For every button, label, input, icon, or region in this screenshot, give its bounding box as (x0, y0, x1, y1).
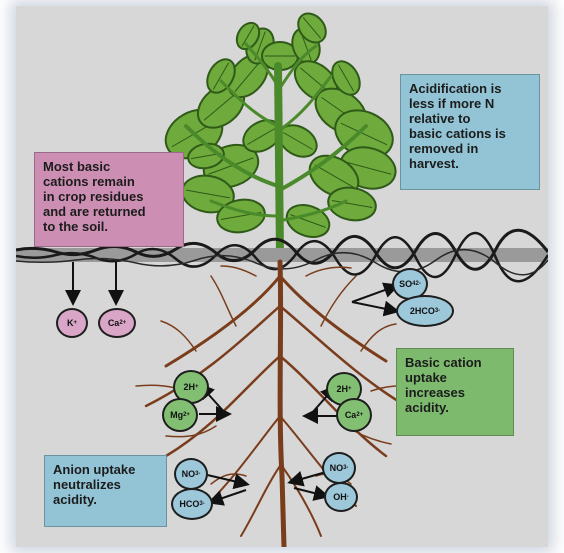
basic-cations-note: Most basic cations remain in crop residu… (34, 152, 184, 247)
oh-ion: OH- (324, 482, 358, 512)
2hco3-ion-base: 2HCO (410, 306, 435, 316)
no3-left-ion-base: NO (182, 469, 196, 479)
2h-left-ion-base: 2H (183, 382, 195, 392)
k-ion: K+ (56, 308, 88, 338)
ca-soil-ion-base: Ca (108, 318, 120, 328)
arrow-hco3 (352, 302, 396, 311)
mg-ion-base: Mg (170, 410, 183, 420)
arrow-so4 (352, 286, 396, 302)
acidification-note: Acidification is less if more N relative… (400, 74, 540, 190)
ca-right-ion-base: Ca (345, 410, 357, 420)
cation-uptake-note: Basic cation uptake increases acidity. (396, 348, 514, 436)
anion-uptake-note: Anion uptake neutralizes acidity. (44, 455, 167, 527)
no3-right-ion-base: NO (330, 463, 344, 473)
hco3-left-ion-base: HCO (179, 499, 199, 509)
so4-ion-base: SO (399, 279, 412, 289)
diagram-panel: Most basic cations remain in crop residu… (16, 6, 548, 547)
oh-ion-base: OH (333, 492, 347, 502)
arrow-no3-right (291, 472, 326, 482)
2h-right-ion-base: 2H (336, 384, 348, 394)
